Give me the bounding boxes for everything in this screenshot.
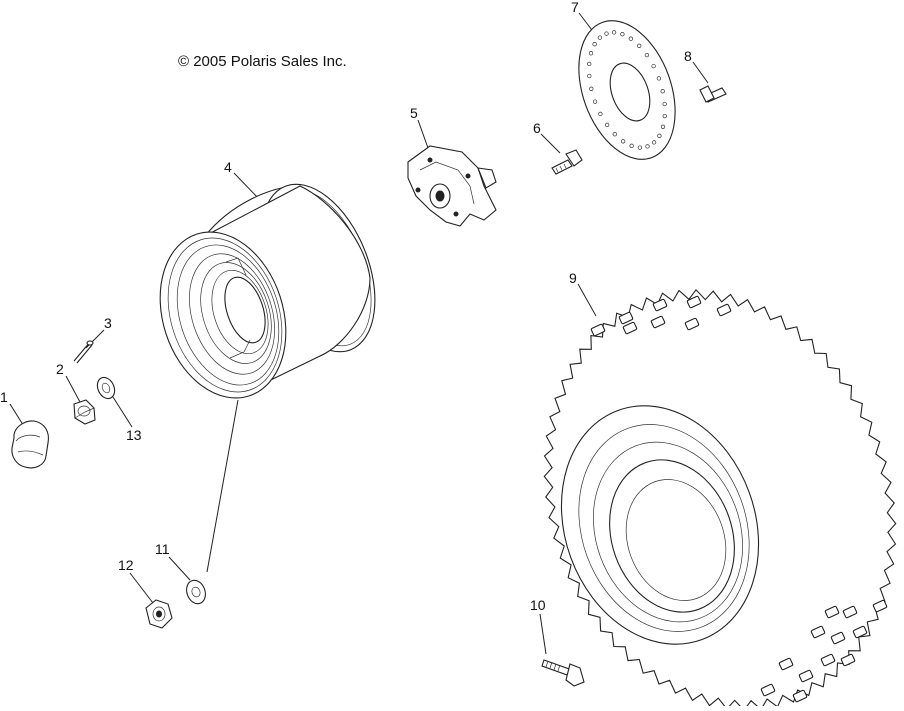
part-12-lug-nut <box>145 599 173 629</box>
tread-lug <box>760 683 776 697</box>
callout-11: 11 <box>155 541 170 557</box>
part-2-nut <box>73 399 96 425</box>
disc-hole <box>597 35 603 40</box>
disc-hole <box>588 51 594 56</box>
disc-hole <box>651 63 656 69</box>
callout-12: 12 <box>118 557 134 573</box>
tread-lug <box>798 669 814 683</box>
tread-lug <box>810 625 826 639</box>
tread-lug <box>778 657 794 671</box>
tread-lug <box>684 317 700 331</box>
leader-8 <box>692 61 709 84</box>
part-4-wheel-rim <box>159 183 376 399</box>
disc-hole <box>620 32 625 37</box>
tread-lug <box>824 605 840 619</box>
disc-hole <box>592 42 597 47</box>
disc-hole <box>637 145 643 150</box>
callout-6: 6 <box>533 120 541 136</box>
tread-lug <box>842 605 858 619</box>
disc-hole <box>645 144 650 149</box>
callout-5: 5 <box>410 105 418 121</box>
tread-lug <box>716 303 732 317</box>
tread-lug <box>590 323 606 337</box>
leader-5 <box>417 119 429 149</box>
tread-lug <box>852 625 868 639</box>
leader-9 <box>577 283 597 317</box>
callout-2: 2 <box>56 361 64 377</box>
disc-hole <box>657 133 662 138</box>
disc-hole <box>662 101 667 107</box>
disc-hole <box>587 61 592 67</box>
part-3-cotter-pin <box>73 340 94 364</box>
tread-lug <box>652 298 668 312</box>
disc-hole <box>598 111 603 117</box>
tread-lug <box>830 631 846 645</box>
disc-hole <box>637 43 642 48</box>
part-8-bolt <box>699 85 727 103</box>
tread-lug <box>872 599 888 613</box>
disc-hole <box>604 31 609 36</box>
leader-10 <box>539 613 547 655</box>
part-6-bolt <box>551 149 583 175</box>
disc-hole <box>604 122 610 128</box>
tread-lug <box>622 321 638 335</box>
disc-hole <box>660 124 666 129</box>
callout-3: 3 <box>104 315 112 331</box>
part-9-tire <box>543 288 897 711</box>
leader-11-to-wheel <box>206 399 239 573</box>
tread-lugs <box>590 295 888 703</box>
part-11-washer <box>186 579 206 605</box>
part-10-valve-stem <box>541 659 585 687</box>
callout-13: 13 <box>126 427 142 443</box>
disc-hole <box>644 52 650 58</box>
tread-lug <box>820 653 836 667</box>
disc-hole <box>592 99 598 104</box>
disc-hole <box>620 139 626 144</box>
tread-lug <box>792 689 808 703</box>
callout-8: 8 <box>684 48 692 64</box>
callout-10: 10 <box>530 597 546 613</box>
tread-lug <box>618 311 634 325</box>
leader-11 <box>168 556 191 581</box>
copyright-notice: © 2005 Polaris Sales Inc. <box>178 53 347 70</box>
tread-lug <box>686 295 702 309</box>
disc-hole <box>662 113 667 119</box>
disc-hole <box>660 89 665 94</box>
disc-hole <box>587 73 592 79</box>
disc-hole <box>656 76 662 81</box>
leader-4 <box>233 172 261 201</box>
part-1-hub-cap <box>11 420 49 469</box>
disc-hole <box>589 86 594 91</box>
disc-hole <box>611 30 617 35</box>
callout-4: 4 <box>224 159 232 175</box>
leader-12 <box>129 572 154 604</box>
leader-6 <box>540 133 561 154</box>
part-7-brake-disc <box>578 20 676 160</box>
disc-holes <box>587 30 667 150</box>
callout-7: 7 <box>571 0 579 15</box>
part-5-hub <box>407 145 497 227</box>
disc-hole <box>628 36 634 41</box>
callout-1: 1 <box>0 389 8 405</box>
tread-lug <box>840 653 856 667</box>
part-13-washer <box>96 376 116 400</box>
disc-hole <box>612 132 617 137</box>
tread-lug <box>650 315 666 329</box>
tire-tread-outline <box>543 288 897 711</box>
callout-9: 9 <box>569 270 577 286</box>
disc-hole <box>629 143 634 148</box>
leader-13 <box>112 396 133 428</box>
disc-hole <box>651 140 657 145</box>
leader-lines <box>9 12 709 655</box>
leader-2 <box>65 375 81 403</box>
